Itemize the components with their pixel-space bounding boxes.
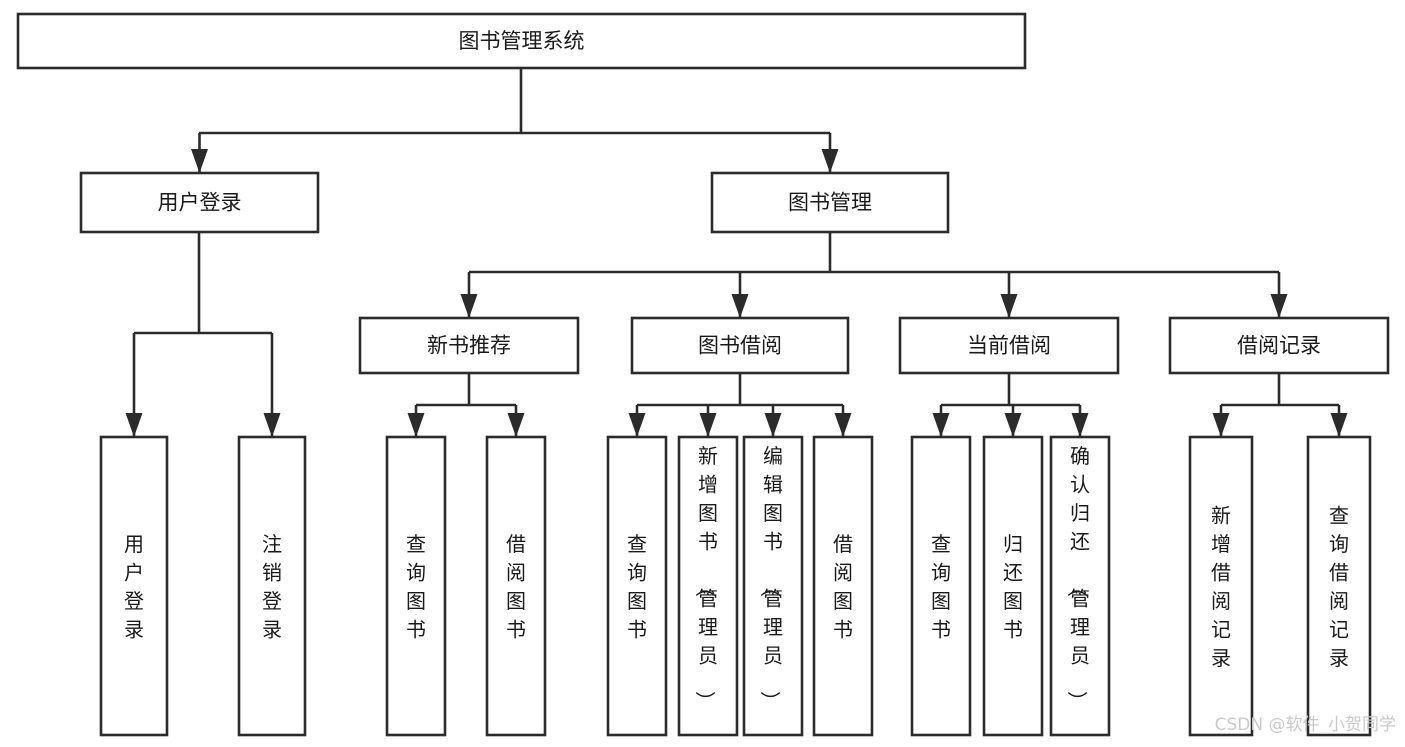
node-label-leaf-query-book-1: 查询图书 — [406, 532, 426, 642]
node-label-leaf-borrow-book-1: 借阅图书 — [506, 532, 526, 642]
node-box-leaf-borrow-book-1[interactable] — [485, 435, 547, 737]
node-box-layer — [16, 12, 1390, 737]
node-box-leaf-confirm-return[interactable] — [1049, 435, 1111, 737]
node-box-leaf-add-book[interactable] — [677, 435, 739, 737]
arrow-head-icon — [407, 413, 425, 437]
node-label-leaf-user-login: 用户登录 — [124, 532, 144, 642]
node-label-new-book-rec: 新书推荐 — [427, 334, 511, 358]
node-label-layer: 图书管理系统用户登录图书管理新书推荐图书借阅当前借阅借阅记录用户登录注销登录查询… — [124, 29, 1349, 711]
node-label-leaf-user-logout: 注销登录 — [262, 532, 282, 642]
node-label-leaf-query-book-2: 查询图书 — [627, 532, 647, 642]
arrow-head-icon — [125, 413, 143, 437]
arrow-head-icon — [628, 413, 646, 437]
arrow-head-icon — [932, 413, 950, 437]
node-box-user-login[interactable] — [79, 171, 320, 234]
node-label-borrow-record: 借阅记录 — [1237, 334, 1321, 358]
arrow-head-icon — [1000, 294, 1018, 318]
node-box-leaf-user-login[interactable] — [99, 435, 169, 737]
node-box-leaf-edit-book[interactable] — [742, 435, 804, 737]
arrow-head-icon — [263, 413, 281, 437]
arrow-head-icon — [731, 294, 749, 318]
arrow-head-icon — [1004, 413, 1022, 437]
node-label-leaf-add-record: 新增借阅记录 — [1211, 504, 1231, 671]
node-box-leaf-query-book-3[interactable] — [910, 435, 972, 737]
node-label-user-login: 用户登录 — [158, 191, 242, 215]
csdn-watermark: CSDN @软件_小贺同学 — [1215, 715, 1396, 735]
node-label-book-borrow: 图书借阅 — [698, 334, 782, 358]
arrow-head-icon — [507, 413, 525, 437]
node-box-root[interactable] — [16, 12, 1027, 70]
node-box-book-borrow[interactable] — [630, 316, 850, 375]
node-box-leaf-query-record[interactable] — [1306, 435, 1372, 737]
node-box-leaf-query-book-1[interactable] — [385, 435, 447, 737]
node-box-leaf-return-book[interactable] — [982, 435, 1044, 737]
node-label-leaf-query-record: 查询借阅记录 — [1329, 504, 1349, 671]
node-label-leaf-edit-book: 编辑图书（管理员） — [758, 444, 783, 711]
node-label-leaf-add-book: 新增图书（管理员） — [693, 444, 718, 711]
node-box-leaf-borrow-book-2[interactable] — [812, 435, 874, 737]
arrow-head-icon — [764, 413, 782, 437]
arrow-head-icon — [834, 413, 852, 437]
node-label-leaf-query-book-3: 查询图书 — [931, 532, 951, 642]
node-label-leaf-return-book: 归还图书 — [1003, 532, 1023, 642]
arrow-head-icon — [1330, 413, 1348, 437]
node-box-leaf-user-logout[interactable] — [237, 435, 307, 737]
arrow-head-icon — [191, 149, 208, 173]
node-label-root: 图书管理系统 — [459, 29, 585, 53]
connector-layer — [125, 68, 1348, 437]
node-label-leaf-confirm-return: 确认归还（管理员） — [1065, 444, 1090, 711]
arrow-head-icon — [821, 149, 839, 173]
arrow-head-icon — [699, 413, 717, 437]
arrow-head-icon — [1071, 413, 1089, 437]
arrow-head-icon — [460, 294, 478, 318]
arrow-head-icon — [1270, 294, 1288, 318]
node-box-new-book-rec[interactable] — [358, 316, 580, 375]
node-box-leaf-add-record[interactable] — [1188, 435, 1254, 737]
node-label-leaf-borrow-book-2: 借阅图书 — [833, 532, 853, 642]
node-box-current-borrow[interactable] — [898, 316, 1120, 375]
node-box-book-manage[interactable] — [710, 171, 950, 234]
node-box-borrow-record[interactable] — [1168, 316, 1390, 375]
node-box-leaf-query-book-2[interactable] — [606, 435, 668, 737]
node-label-book-manage: 图书管理 — [788, 191, 872, 215]
node-label-current-borrow: 当前借阅 — [967, 334, 1051, 358]
arrow-head-icon — [1212, 413, 1230, 437]
